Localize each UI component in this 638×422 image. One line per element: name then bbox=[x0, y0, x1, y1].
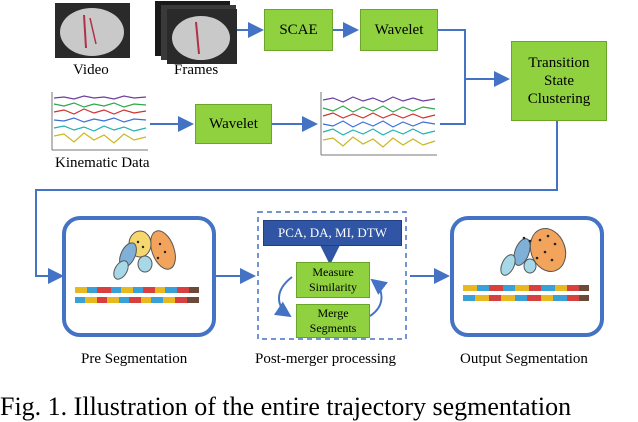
frames-stack bbox=[155, 1, 237, 64]
measure-similarity-box: Measure Similarity bbox=[296, 262, 370, 298]
output-segmentation-label: Output Segmentation bbox=[460, 351, 588, 367]
arrow-plot-to-clustering bbox=[440, 79, 466, 125]
clustering-line-3: Clustering bbox=[527, 91, 591, 107]
arrow-merge-to-measure bbox=[369, 278, 388, 317]
pre-segmentation-panel bbox=[62, 216, 216, 337]
frames-label: Frames bbox=[174, 62, 219, 78]
measure-line-1: Measure bbox=[312, 265, 354, 279]
output-cluster-blobs bbox=[500, 228, 567, 276]
methods-box: PCA, DA, MI, DTW bbox=[263, 220, 402, 246]
arrow-measure-to-merge bbox=[273, 276, 293, 318]
kinematic-plot bbox=[51, 92, 148, 151]
pre-cluster-blobs bbox=[113, 230, 176, 280]
figure-caption: Fig. 1. Illustration of the entire traje… bbox=[0, 392, 572, 421]
clustering-line-2: State bbox=[544, 73, 574, 89]
merge-line-2: Segments bbox=[309, 321, 357, 335]
wavelet-top-box: Wavelet bbox=[360, 9, 438, 51]
pre-segmentation-label: Pre Segmentation bbox=[81, 351, 188, 367]
scae-box: SCAE bbox=[264, 9, 333, 51]
post-merger-label: Post-merger processing bbox=[255, 351, 396, 367]
output-segmentation-panel bbox=[450, 216, 604, 337]
transition-state-clustering-box: Transition State Clustering bbox=[511, 41, 607, 121]
kinematic-data-label: Kinematic Data bbox=[55, 155, 150, 171]
video-label: Video bbox=[73, 62, 109, 78]
wavelet-mid-box: Wavelet bbox=[195, 104, 272, 144]
merge-segments-box: Merge Segments bbox=[296, 304, 370, 338]
arrow-wavelet-to-clustering-top bbox=[437, 29, 466, 79]
video-thumbnail bbox=[55, 3, 130, 58]
merge-line-1: Merge bbox=[317, 306, 349, 320]
diagram-canvas: Video Frames SCAE Wavelet Transition Sta… bbox=[0, 1, 607, 421]
output-segment-bars bbox=[463, 285, 589, 301]
pre-segment-bars bbox=[75, 287, 199, 303]
wavelet-output-plot bbox=[320, 92, 437, 156]
clustering-line-1: Transition bbox=[528, 55, 590, 71]
measure-line-2: Similarity bbox=[309, 280, 357, 294]
arrow-clustering-to-pre bbox=[35, 121, 558, 284]
